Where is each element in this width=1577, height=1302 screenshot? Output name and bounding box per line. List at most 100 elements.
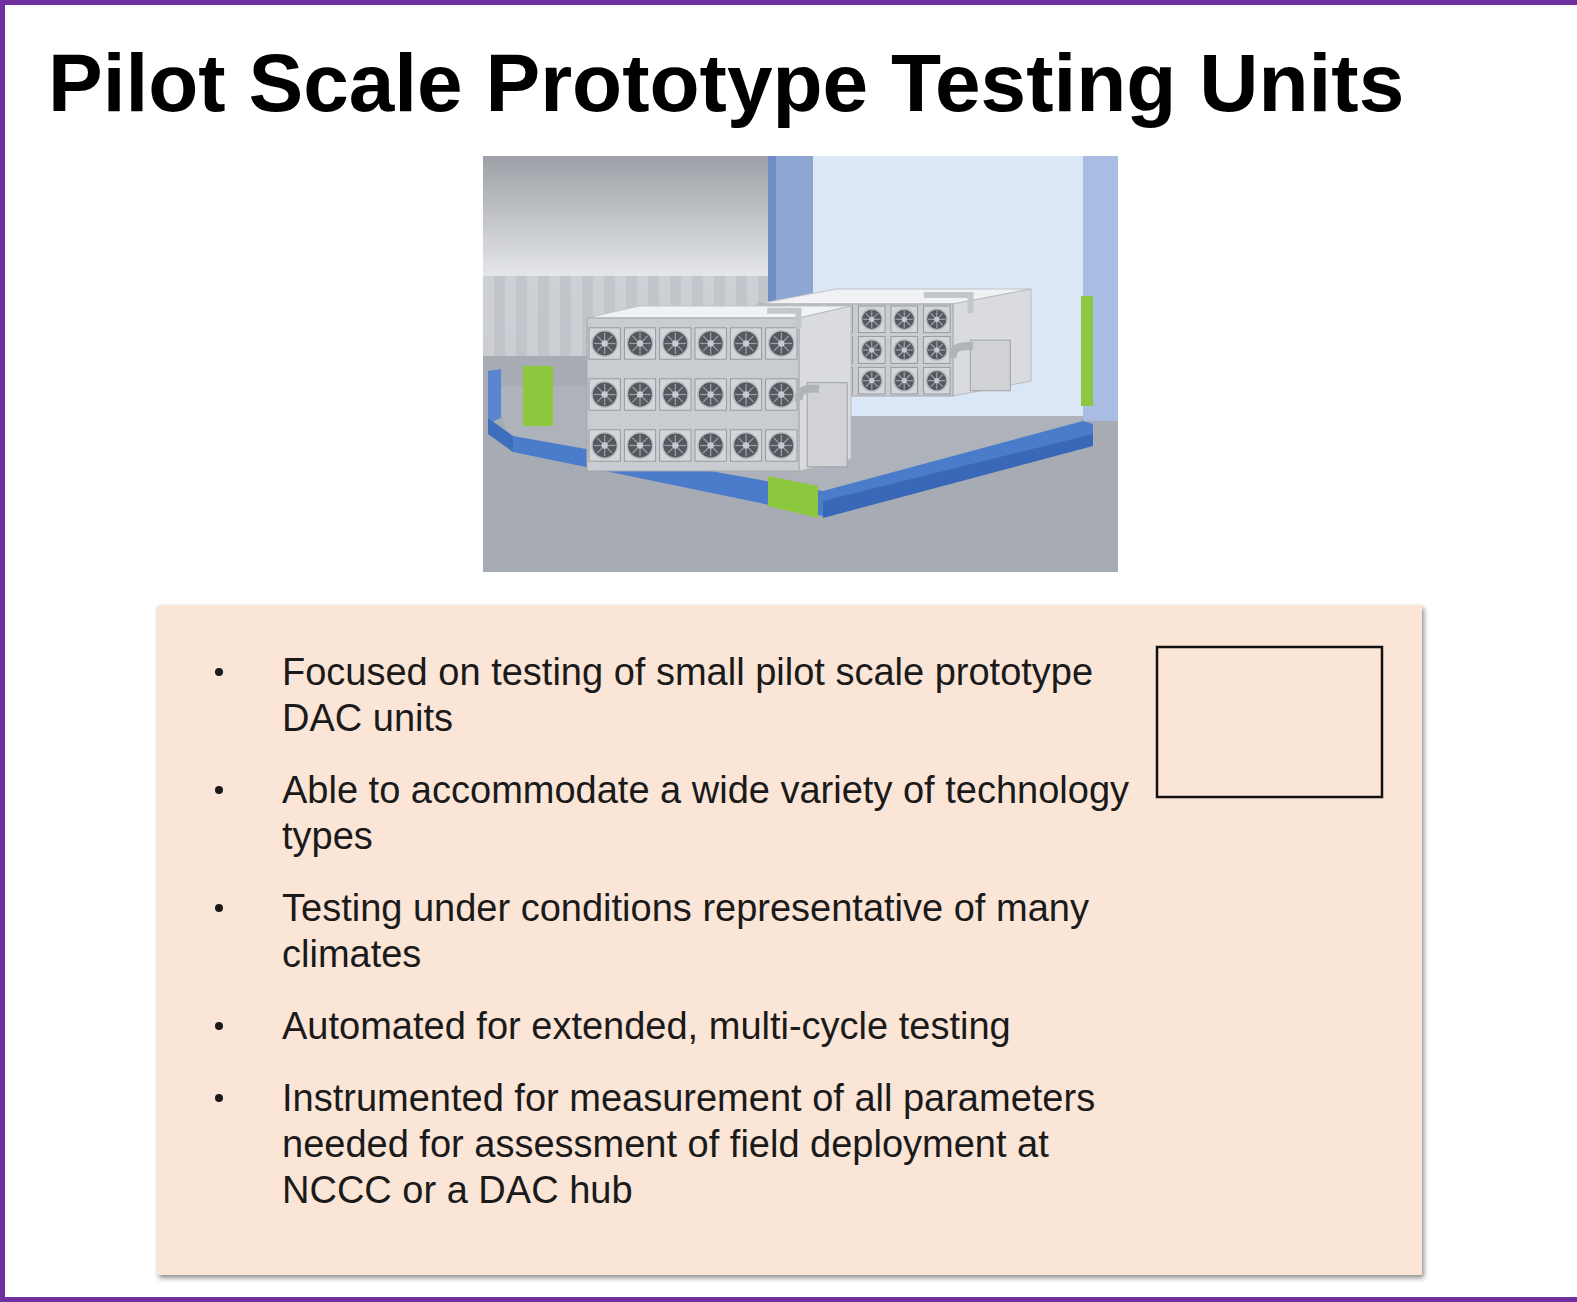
fan	[894, 309, 915, 330]
bullet-dot	[215, 904, 223, 912]
fan-hub	[637, 442, 643, 448]
fan-housing	[660, 328, 691, 359]
fan-hub	[672, 340, 678, 346]
unit-side	[953, 289, 1031, 396]
fan-hub	[934, 378, 939, 383]
fan-hub	[708, 340, 714, 346]
fan-housing	[891, 306, 918, 333]
fan-housing	[858, 337, 885, 364]
fan-hub	[934, 347, 939, 352]
fan-hub	[869, 347, 874, 352]
low-wall-front	[823, 434, 1093, 518]
dac-unit	[587, 306, 851, 471]
bullet-text: Automated for extended, multi-cycle test…	[282, 1005, 1011, 1047]
fan-hub	[934, 317, 939, 322]
fan	[769, 382, 794, 407]
bullet-dot	[215, 786, 223, 794]
fan	[592, 331, 617, 356]
blower-motor	[807, 383, 847, 467]
fan	[769, 433, 794, 458]
fan-hub	[602, 340, 608, 346]
fan-hub	[869, 317, 874, 322]
fan-housing	[923, 306, 950, 333]
bullet-text: Able to accommodate a wide variety of te…	[282, 769, 1129, 857]
fan	[592, 433, 617, 458]
bullet-text: Testing under conditions representative …	[282, 887, 1089, 975]
fan	[926, 340, 947, 361]
fan-hub	[637, 391, 643, 397]
fan-housing	[766, 430, 797, 461]
fan	[861, 309, 882, 330]
fan-housing	[660, 430, 691, 461]
fan-hub	[602, 442, 608, 448]
fan-housing	[766, 379, 797, 410]
unit-side	[799, 306, 851, 471]
bullet-item: Automated for extended, multi-cycle test…	[282, 1003, 1142, 1049]
fan	[926, 309, 947, 330]
fan-housing	[858, 306, 885, 333]
fan-housing	[923, 337, 950, 364]
fan	[663, 433, 688, 458]
fan	[627, 331, 652, 356]
fan-hub	[672, 442, 678, 448]
wall-marker	[523, 366, 553, 426]
fan-hub	[672, 391, 678, 397]
duct	[799, 388, 819, 400]
fan-hub	[902, 317, 907, 322]
fan	[698, 331, 723, 356]
fan	[733, 433, 758, 458]
fan-housing	[695, 328, 726, 359]
fan-hub	[602, 391, 608, 397]
fan	[894, 340, 915, 361]
fan-array-icon	[1155, 645, 1385, 800]
floor	[483, 156, 1118, 572]
fan-housing	[589, 328, 620, 359]
fan-hub	[902, 378, 907, 383]
bullet-dot	[215, 668, 223, 676]
fan-hub	[743, 391, 749, 397]
bullet-item: Testing under conditions representative …	[282, 885, 1142, 977]
fan-housing	[891, 367, 918, 394]
fan	[733, 382, 758, 407]
bullet-item: Focused on testing of small pilot scale …	[282, 649, 1142, 741]
fan-housing	[766, 328, 797, 359]
fan-housing	[624, 379, 655, 410]
fan-housing	[589, 430, 620, 461]
wall-marker	[768, 476, 818, 518]
fan-housing	[730, 379, 761, 410]
fan	[769, 331, 794, 356]
fan-housing	[695, 379, 726, 410]
fan	[698, 382, 723, 407]
fan	[894, 370, 915, 391]
slide-title: Pilot Scale Prototype Testing Units	[48, 38, 1404, 128]
fan-hub	[869, 378, 874, 383]
fan	[733, 331, 758, 356]
low-wall	[488, 418, 513, 452]
fan-housing	[624, 328, 655, 359]
bullet-item: Instrumented for measurement of all para…	[282, 1075, 1142, 1213]
horizon	[483, 156, 773, 276]
fan	[698, 433, 723, 458]
bullet-dot	[215, 1022, 223, 1030]
fan	[663, 382, 688, 407]
fan-hub	[637, 340, 643, 346]
fan	[861, 370, 882, 391]
fan-housing	[660, 379, 691, 410]
fan	[627, 382, 652, 407]
wall-marker	[1081, 296, 1093, 406]
bullet-text: Focused on testing of small pilot scale …	[282, 651, 1093, 739]
fan-housing	[858, 367, 885, 394]
fan-housing	[695, 430, 726, 461]
low-wall	[488, 369, 501, 424]
fan	[627, 433, 652, 458]
fan-housing	[624, 430, 655, 461]
fan-hub	[743, 340, 749, 346]
duct	[953, 346, 973, 358]
fan-hub	[902, 347, 907, 352]
fan-housing	[923, 367, 950, 394]
fan-hub	[778, 442, 784, 448]
pipe	[767, 311, 798, 329]
fan-hub	[708, 442, 714, 448]
fan	[926, 370, 947, 391]
icon-frame	[1157, 647, 1382, 797]
